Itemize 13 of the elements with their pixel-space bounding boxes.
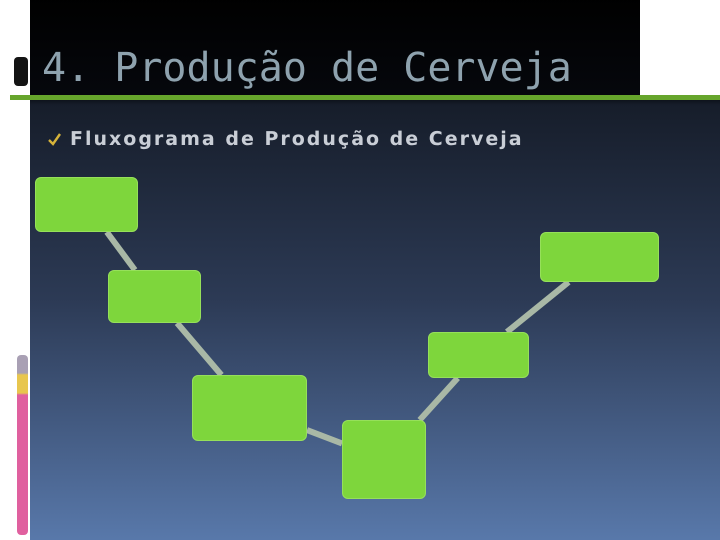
process-box [108,270,201,323]
slide-title: 4. Produção de Cerveja [42,44,572,92]
connector-line [418,376,460,422]
bullet-text: Fluxograma de Produção de Cerveja [70,127,524,152]
connector-line [174,321,224,377]
process-box [35,177,138,232]
connector-line [505,280,571,334]
connector-line [104,230,138,272]
connector-line [306,427,344,446]
process-box [192,375,307,441]
process-box [342,420,426,499]
process-box [428,332,529,378]
process-box [540,232,659,282]
